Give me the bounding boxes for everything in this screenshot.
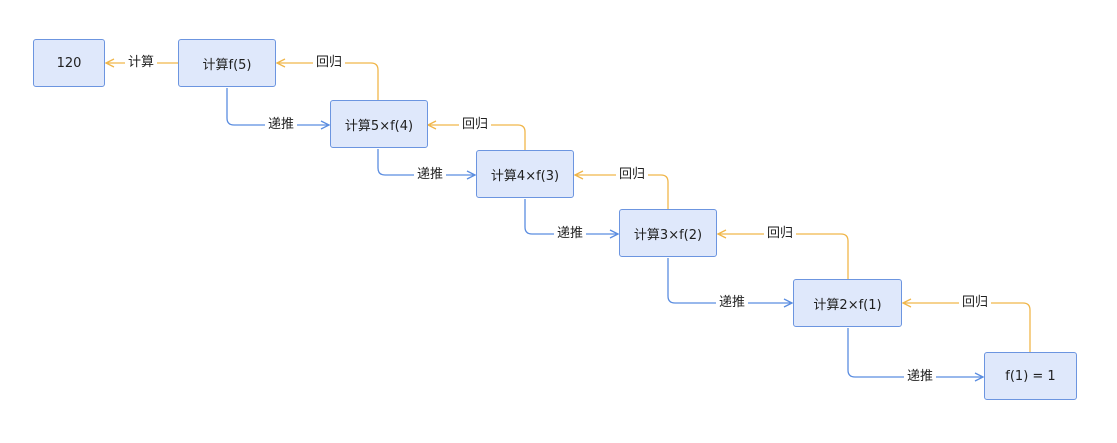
recurse-label-4: 递推 <box>716 295 749 311</box>
recurse-label-2: 递推 <box>414 167 447 183</box>
recurse-label-3: 递推 <box>554 226 587 242</box>
return-label-3: 回归 <box>616 167 649 183</box>
result-node: 120 <box>33 39 105 87</box>
return-arrow-2 <box>428 125 526 150</box>
recurse-arrow-4 <box>667 258 792 303</box>
recurse-arrow-2 <box>377 149 475 175</box>
recurse-label-5: 递推 <box>904 369 937 385</box>
return-label-4: 回归 <box>764 226 797 242</box>
compute-2xf1-node: 计算2×f(1) <box>793 279 902 327</box>
base-case-node: f(1) = 1 <box>984 352 1077 400</box>
return-arrow-1 <box>277 63 379 100</box>
return-arrow-3 <box>575 175 669 209</box>
recurse-arrow-3 <box>524 199 618 234</box>
compute-4xf3-node: 计算4×f(3) <box>476 150 574 198</box>
compute-3xf2-node: 计算3×f(2) <box>619 209 717 257</box>
compute-f5-node: 计算f(5) <box>178 39 276 87</box>
compute-label: 计算 <box>125 55 158 71</box>
recurse-arrow-1 <box>226 88 329 125</box>
return-label-2: 回归 <box>459 117 492 133</box>
return-label-5: 回归 <box>959 295 992 311</box>
compute-5xf4-node: 计算5×f(4) <box>330 100 428 148</box>
return-arrow-5 <box>903 303 1031 352</box>
recurse-arrow-5 <box>847 328 983 377</box>
recurse-label-1: 递推 <box>265 117 298 133</box>
return-arrow-4 <box>718 234 849 279</box>
return-label-1: 回归 <box>313 55 346 71</box>
